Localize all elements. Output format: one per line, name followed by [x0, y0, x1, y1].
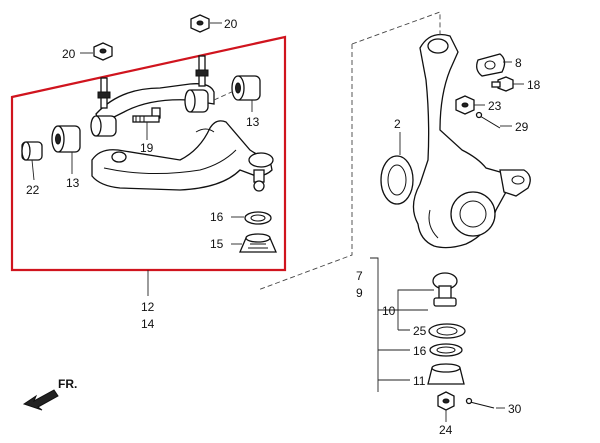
label-part-22: 22	[26, 183, 40, 197]
label-part-24: 24	[439, 423, 453, 437]
bolt-18[interactable]	[491, 76, 514, 92]
label-part-8: 8	[515, 56, 522, 70]
phantom-line-upper	[213, 89, 237, 101]
label-part-13-upper: 13	[246, 115, 260, 129]
phantom-line-knuckle	[257, 11, 441, 291]
label-part-10: 10	[382, 304, 396, 318]
front-label: FR.	[58, 377, 77, 391]
label-part-7: 7	[356, 269, 363, 283]
label-part-12: 12	[141, 300, 155, 314]
label-part-30: 30	[508, 402, 522, 416]
bracket-bushing[interactable]	[90, 89, 209, 137]
upper-control-arm[interactable]	[91, 120, 274, 191]
label-part-2: 2	[394, 117, 401, 131]
steering-knuckle[interactable]	[412, 33, 531, 249]
cap-22[interactable]	[21, 141, 43, 161]
label-part-23: 23	[488, 99, 502, 113]
label-part-16-lower: 16	[413, 344, 427, 358]
nut-24[interactable]	[437, 391, 455, 411]
label-part-9: 9	[356, 286, 363, 300]
ring-16-upper[interactable]	[244, 211, 272, 225]
ring-16-lower[interactable]	[429, 343, 463, 357]
label-part-13-lower: 13	[66, 176, 80, 190]
label-part-20-left: 20	[62, 47, 76, 61]
bushing-13-lower[interactable]	[51, 125, 81, 153]
seal-25[interactable]	[428, 323, 466, 339]
nut-20-top[interactable]	[190, 14, 210, 33]
label-part-29: 29	[515, 120, 529, 134]
label-part-25: 25	[413, 324, 427, 338]
cotter-pin-30[interactable]	[465, 397, 495, 409]
dust-seal[interactable]	[380, 155, 414, 205]
upper-ball-joint[interactable]	[253, 169, 265, 192]
boot-11[interactable]	[427, 363, 465, 385]
leader-lines	[31, 22, 524, 422]
label-part-19: 19	[140, 141, 154, 155]
nut-23[interactable]	[455, 95, 475, 115]
front-direction-indicator: FR.	[22, 377, 77, 411]
label-part-16-upper: 16	[210, 210, 224, 224]
lower-ball-joint[interactable]	[432, 272, 458, 307]
cotter-pin-29[interactable]	[475, 111, 501, 129]
front-arrow-icon	[22, 389, 59, 411]
label-part-11: 11	[413, 374, 426, 388]
label-part-14: 14	[141, 317, 155, 331]
arm-bracket[interactable]	[95, 55, 215, 125]
upper-arm-assembly-highlight	[10, 35, 287, 272]
label-part-18: 18	[527, 78, 541, 92]
boot-15[interactable]	[239, 233, 277, 253]
bolt-19[interactable]	[132, 107, 161, 123]
nut-20-left[interactable]	[93, 42, 113, 61]
label-part-15: 15	[210, 237, 224, 251]
bushing-13-upper[interactable]	[231, 75, 261, 101]
clamp-8[interactable]	[476, 53, 506, 77]
label-part-20-top: 20	[224, 17, 238, 31]
